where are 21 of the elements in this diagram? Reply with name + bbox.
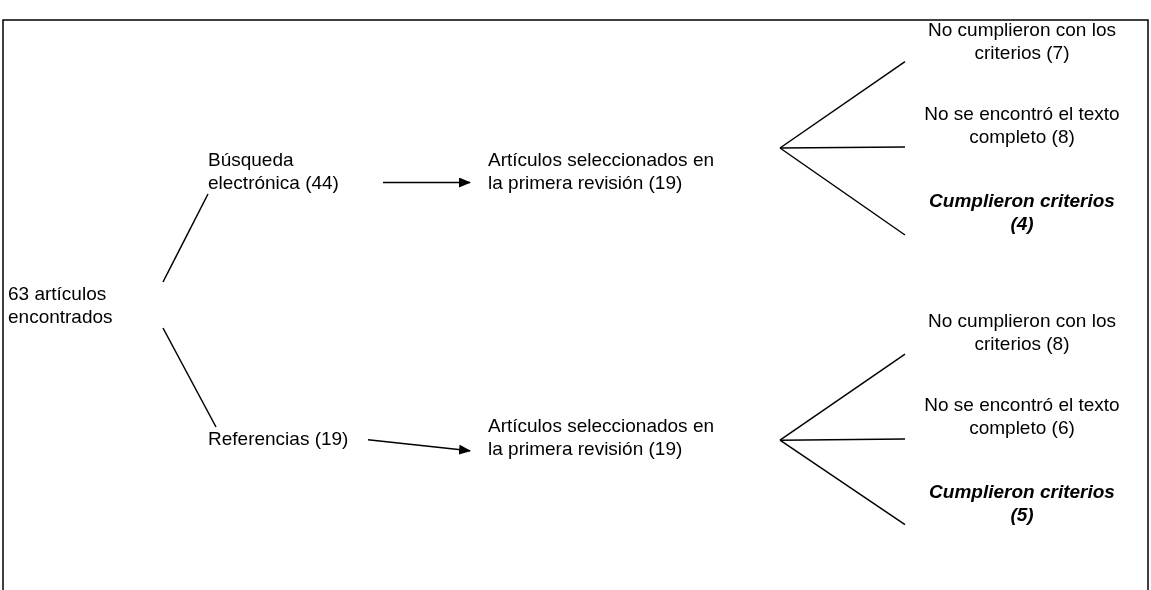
result-text: Cumplieron criterios (4)	[928, 189, 1116, 235]
node-text: Artículos seleccionados en la primera revisión (19)	[488, 148, 715, 194]
connector-line	[779, 439, 906, 526]
connector-line	[779, 438, 906, 441]
connector-line	[779, 146, 906, 149]
node-text: Artículos seleccionados en la primera revisión (19)	[488, 414, 715, 460]
node-text: No cumplieron con los criterios (7)	[927, 18, 1117, 64]
node-text: No cumplieron con los criterios (8)	[927, 309, 1117, 355]
node-text: Búsqueda electrónica (44)	[208, 148, 340, 194]
connector-line	[779, 353, 906, 441]
connector-line	[779, 60, 906, 149]
connector-line	[162, 193, 209, 283]
node-text: No se encontró el texto completo (6)	[923, 393, 1121, 439]
node-text: Referencias (19)	[208, 427, 350, 450]
arrow	[367, 438, 471, 455]
node-text: No se encontró el texto completo (8)	[923, 102, 1121, 148]
result-text: Cumplieron criterios (5)	[928, 480, 1116, 526]
node-text: 63 artículos encontrados	[8, 282, 114, 328]
connector-line	[162, 327, 217, 428]
connector-line	[779, 147, 906, 236]
arrow	[382, 177, 471, 188]
